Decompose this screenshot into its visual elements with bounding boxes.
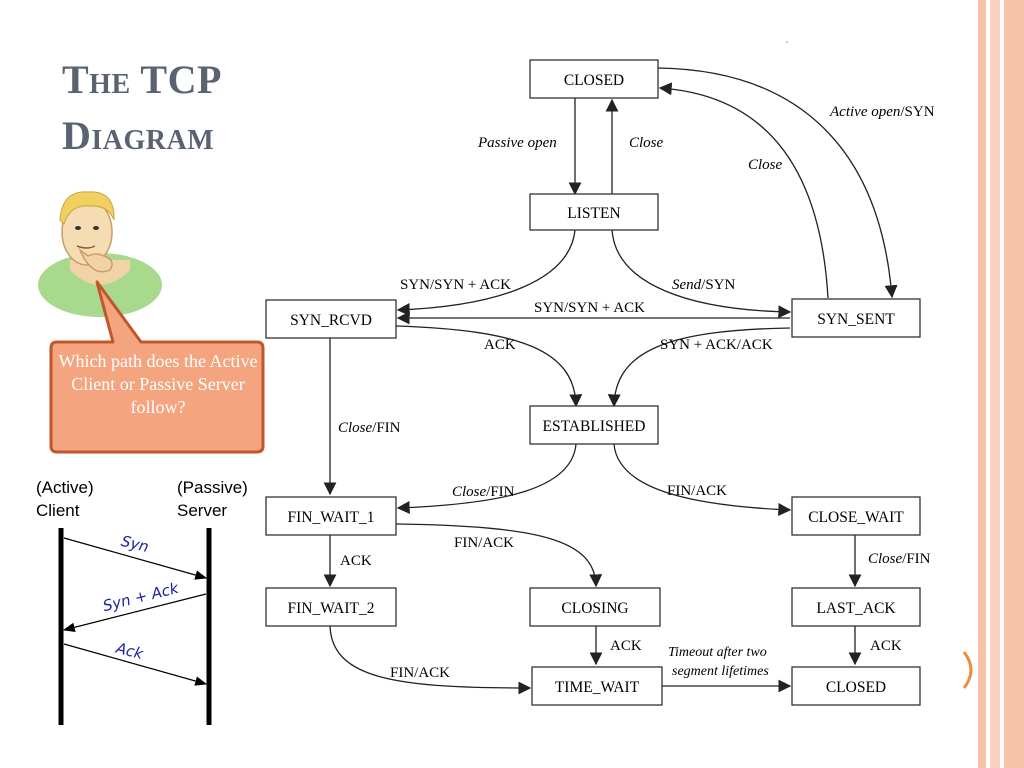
state-fin-wait-1: FIN_WAIT_1 — [288, 509, 375, 526]
state-syn-sent: SYN_SENT — [817, 311, 895, 328]
state-last-ack-box — [791, 587, 921, 627]
state-close-wait: CLOSE_WAIT — [808, 509, 904, 526]
title-line-1: The TCP — [62, 57, 222, 102]
client-label-line1: (Active) — [36, 478, 94, 497]
edge-synsent-close — [658, 82, 829, 299]
edge-finwait2-timewait — [329, 625, 532, 695]
label-ack-1: ACK — [484, 337, 516, 353]
state-fin-wait-2: FIN_WAIT_2 — [288, 600, 375, 617]
hair-shape — [59, 191, 115, 225]
label-syn-synack-2: SYN/SYN + ACK — [534, 300, 645, 316]
label-passive-open: Passive open — [477, 135, 557, 151]
label-close-c: Close — [338, 420, 373, 436]
server-label-line1: (Passive) — [177, 478, 248, 497]
edge-established-closewait — [613, 443, 792, 516]
label-active-open: Active open/SYN — [829, 104, 935, 120]
state-closing-box — [529, 587, 661, 627]
label-fin-d: /FIN — [486, 484, 515, 500]
state-syn-sent-box — [791, 298, 921, 338]
state-closed-bottom-box — [791, 666, 921, 706]
edge-established-finwait1 — [396, 443, 577, 515]
label-fin-c: /FIN — [372, 420, 401, 436]
label-fin-ack-2: FIN/ACK — [454, 535, 514, 551]
synack-arrow — [62, 593, 207, 632]
decor-stripe-2 — [990, 0, 1000, 768]
label-ack-4: ACK — [870, 638, 902, 654]
label-timeout-2: segment lifetimes — [672, 664, 769, 679]
state-time-wait: TIME_WAIT — [555, 679, 640, 696]
figure-mark: ' — [786, 40, 788, 51]
label-active-open-action: /SYN — [900, 104, 934, 120]
ack-arrow — [63, 643, 208, 686]
label-close-fin-c: Close/FIN — [338, 420, 401, 436]
state-closed-top: CLOSED — [564, 72, 624, 89]
label-synack-ack: SYN + ACK/ACK — [660, 337, 773, 353]
label-ack-2: ACK — [340, 553, 372, 569]
state-fin-wait-2-box — [265, 587, 397, 627]
state-established-box — [529, 405, 659, 445]
label-send-event: Send — [672, 277, 702, 293]
slide-title: The TCP Diagram — [62, 52, 322, 164]
syn-arrow — [63, 537, 208, 580]
callout-bubble — [49, 280, 265, 454]
state-closing: CLOSING — [561, 600, 628, 617]
callout-text: Which path does the Active Client or Pas… — [58, 351, 258, 417]
label-syn-synack-1: SYN/SYN + ACK — [400, 277, 511, 293]
sequence-diagram — [58, 528, 212, 725]
label-send-action: /SYN — [701, 277, 735, 293]
label-close-e: Close — [868, 551, 903, 567]
edge-listen-send — [611, 229, 792, 319]
label-close-fin-d: Close/FIN — [452, 484, 515, 500]
state-closed-bottom: CLOSED — [826, 679, 886, 696]
label-send: Send/SYN — [672, 277, 736, 293]
server-label-line2: Server — [177, 501, 228, 520]
state-time-wait-box — [531, 666, 663, 706]
state-syn-rcvd-box — [265, 299, 397, 339]
decor-circle — [962, 651, 973, 689]
hand-shape — [78, 247, 113, 273]
edge-active-open — [657, 67, 898, 299]
state-closed-top-box — [529, 59, 659, 99]
label-fin-ack-3: FIN/ACK — [390, 665, 450, 681]
state-listen: LISTEN — [567, 205, 620, 222]
label-close-a: Close — [629, 135, 664, 151]
decor-stripe-3 — [1004, 0, 1024, 768]
label-fin-e: /FIN — [902, 551, 931, 567]
title-line-2: Diagram — [62, 113, 215, 158]
label-close-b: Close — [748, 157, 783, 173]
state-last-ack: LAST_ACK — [816, 600, 896, 617]
state-listen-box — [529, 193, 659, 231]
label-active-open-event: Active open — [829, 104, 900, 120]
label-timeout-1: Timeout after two — [668, 645, 767, 660]
client-label-line2: Client — [36, 501, 80, 520]
decor-stripe-1 — [978, 0, 986, 768]
edge-synrcvd-established — [395, 325, 583, 408]
state-fin-wait-1-box — [265, 496, 397, 536]
state-established: ESTABLISHED — [543, 418, 646, 435]
edge-listen-synrcvd — [396, 229, 576, 317]
label-close-d: Close — [452, 484, 487, 500]
edge-synsent-established — [607, 327, 791, 408]
state-syn-rcvd: SYN_RCVD — [290, 312, 372, 329]
label-close-fin-e: Close/FIN — [868, 551, 931, 567]
label-fin-ack-1: FIN/ACK — [667, 483, 727, 499]
label-ack-3: ACK — [610, 638, 642, 654]
state-close-wait-box — [791, 496, 921, 536]
edge-finwait1-closing — [395, 523, 603, 588]
